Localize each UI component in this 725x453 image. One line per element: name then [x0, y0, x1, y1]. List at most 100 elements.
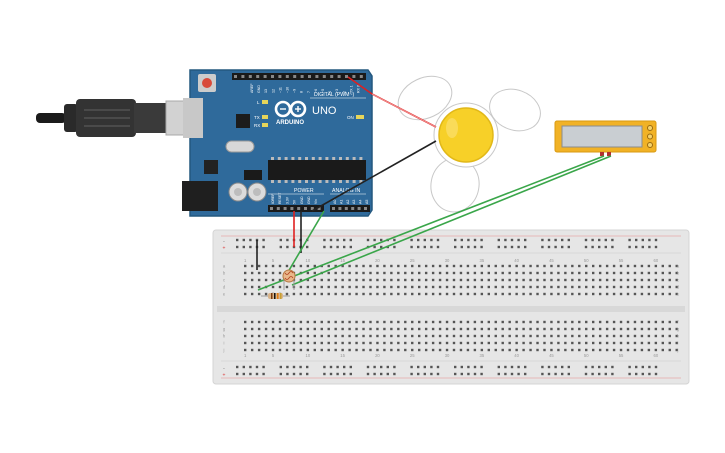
bb-hole[interactable]: [640, 348, 644, 352]
bb-hole[interactable]: [327, 334, 330, 338]
bb-hole[interactable]: [466, 285, 470, 289]
bb-hole[interactable]: [585, 292, 588, 296]
bb-hole[interactable]: [383, 341, 386, 345]
rail-hole[interactable]: [584, 238, 588, 242]
bb-hole[interactable]: [626, 271, 630, 275]
bb-hole[interactable]: [404, 348, 407, 352]
bb-hole[interactable]: [480, 341, 484, 345]
bb-hole[interactable]: [668, 285, 671, 289]
bb-hole[interactable]: [585, 264, 588, 268]
bb-hole[interactable]: [508, 264, 511, 268]
bb-hole[interactable]: [536, 264, 539, 268]
bb-hole[interactable]: [522, 334, 525, 338]
bb-hole[interactable]: [473, 278, 477, 282]
bb-hole[interactable]: [244, 334, 247, 338]
rail-hole[interactable]: [236, 365, 239, 369]
bb-hole[interactable]: [654, 285, 658, 289]
bb-hole[interactable]: [661, 348, 664, 352]
bb-hole[interactable]: [605, 341, 609, 345]
bb-hole[interactable]: [626, 320, 630, 324]
bb-hole[interactable]: [626, 334, 630, 338]
bb-hole[interactable]: [452, 292, 456, 296]
bb-hole[interactable]: [585, 271, 588, 275]
rail-hole[interactable]: [460, 365, 463, 369]
bb-hole[interactable]: [348, 292, 351, 296]
bb-hole[interactable]: [459, 334, 463, 338]
rail-hole[interactable]: [497, 238, 500, 242]
bb-hole[interactable]: [285, 320, 289, 324]
rail-hole[interactable]: [467, 365, 470, 369]
rail-hole[interactable]: [299, 372, 302, 376]
bb-hole[interactable]: [494, 320, 497, 324]
rail-hole[interactable]: [635, 365, 638, 369]
rail-hole[interactable]: [584, 365, 588, 369]
bb-hole[interactable]: [571, 264, 574, 268]
bb-hole[interactable]: [327, 271, 330, 275]
bb-hole[interactable]: [285, 292, 289, 296]
bb-hole[interactable]: [633, 327, 637, 331]
bb-hole[interactable]: [334, 320, 337, 324]
bb-hole[interactable]: [459, 341, 463, 345]
bb-hole[interactable]: [487, 278, 490, 282]
bb-hole[interactable]: [619, 285, 623, 289]
rail-hole[interactable]: [480, 372, 483, 376]
bb-hole[interactable]: [348, 334, 351, 338]
header-pin[interactable]: [315, 75, 319, 78]
bb-hole[interactable]: [647, 271, 651, 275]
rail-hole[interactable]: [561, 238, 564, 242]
bb-hole[interactable]: [438, 334, 442, 338]
bb-hole[interactable]: [557, 278, 560, 282]
bb-hole[interactable]: [299, 278, 303, 282]
bb-hole[interactable]: [578, 341, 581, 345]
bb-hole[interactable]: [578, 327, 581, 331]
bb-hole[interactable]: [605, 278, 609, 282]
bb-hole[interactable]: [383, 285, 386, 289]
rail-hole[interactable]: [366, 238, 370, 242]
wire-black-motor[interactable]: [311, 140, 437, 212]
rail-hole[interactable]: [423, 365, 426, 369]
bb-hole[interactable]: [619, 348, 623, 352]
bb-hole[interactable]: [424, 348, 428, 352]
rail-hole[interactable]: [279, 238, 282, 242]
bb-hole[interactable]: [473, 264, 477, 268]
bb-hole[interactable]: [515, 320, 518, 324]
rail-hole[interactable]: [323, 365, 326, 369]
bb-hole[interactable]: [362, 348, 365, 352]
header-pin[interactable]: [317, 207, 321, 210]
bb-hole[interactable]: [397, 327, 400, 331]
bb-hole[interactable]: [327, 264, 330, 268]
bb-hole[interactable]: [487, 334, 490, 338]
bb-hole[interactable]: [431, 320, 435, 324]
header-pin[interactable]: [297, 207, 301, 210]
rail-hole[interactable]: [591, 365, 594, 369]
bb-hole[interactable]: [334, 327, 337, 331]
bb-hole[interactable]: [445, 320, 449, 324]
bb-hole[interactable]: [571, 285, 574, 289]
bb-hole[interactable]: [257, 341, 261, 345]
bb-hole[interactable]: [633, 292, 637, 296]
bb-hole[interactable]: [480, 285, 484, 289]
rail-hole[interactable]: [591, 238, 594, 242]
rail-hole[interactable]: [554, 245, 557, 249]
rail-hole[interactable]: [417, 365, 420, 369]
rail-hole[interactable]: [417, 245, 420, 249]
bb-hole[interactable]: [348, 327, 351, 331]
rail-hole[interactable]: [554, 372, 557, 376]
bb-hole[interactable]: [369, 327, 372, 331]
bb-hole[interactable]: [529, 327, 532, 331]
bb-hole[interactable]: [383, 292, 386, 296]
bb-hole[interactable]: [522, 285, 525, 289]
bb-hole[interactable]: [244, 348, 247, 352]
bb-hole[interactable]: [612, 285, 616, 289]
bb-hole[interactable]: [543, 348, 546, 352]
rail-hole[interactable]: [654, 365, 658, 369]
rail-hole[interactable]: [262, 245, 265, 249]
rail-hole[interactable]: [635, 372, 638, 376]
bb-hole[interactable]: [675, 278, 678, 282]
bb-hole[interactable]: [257, 285, 261, 289]
bb-hole[interactable]: [557, 292, 560, 296]
bb-hole[interactable]: [668, 320, 671, 324]
rail-hole[interactable]: [323, 245, 326, 249]
bb-hole[interactable]: [404, 285, 407, 289]
rail-hole[interactable]: [510, 365, 514, 369]
